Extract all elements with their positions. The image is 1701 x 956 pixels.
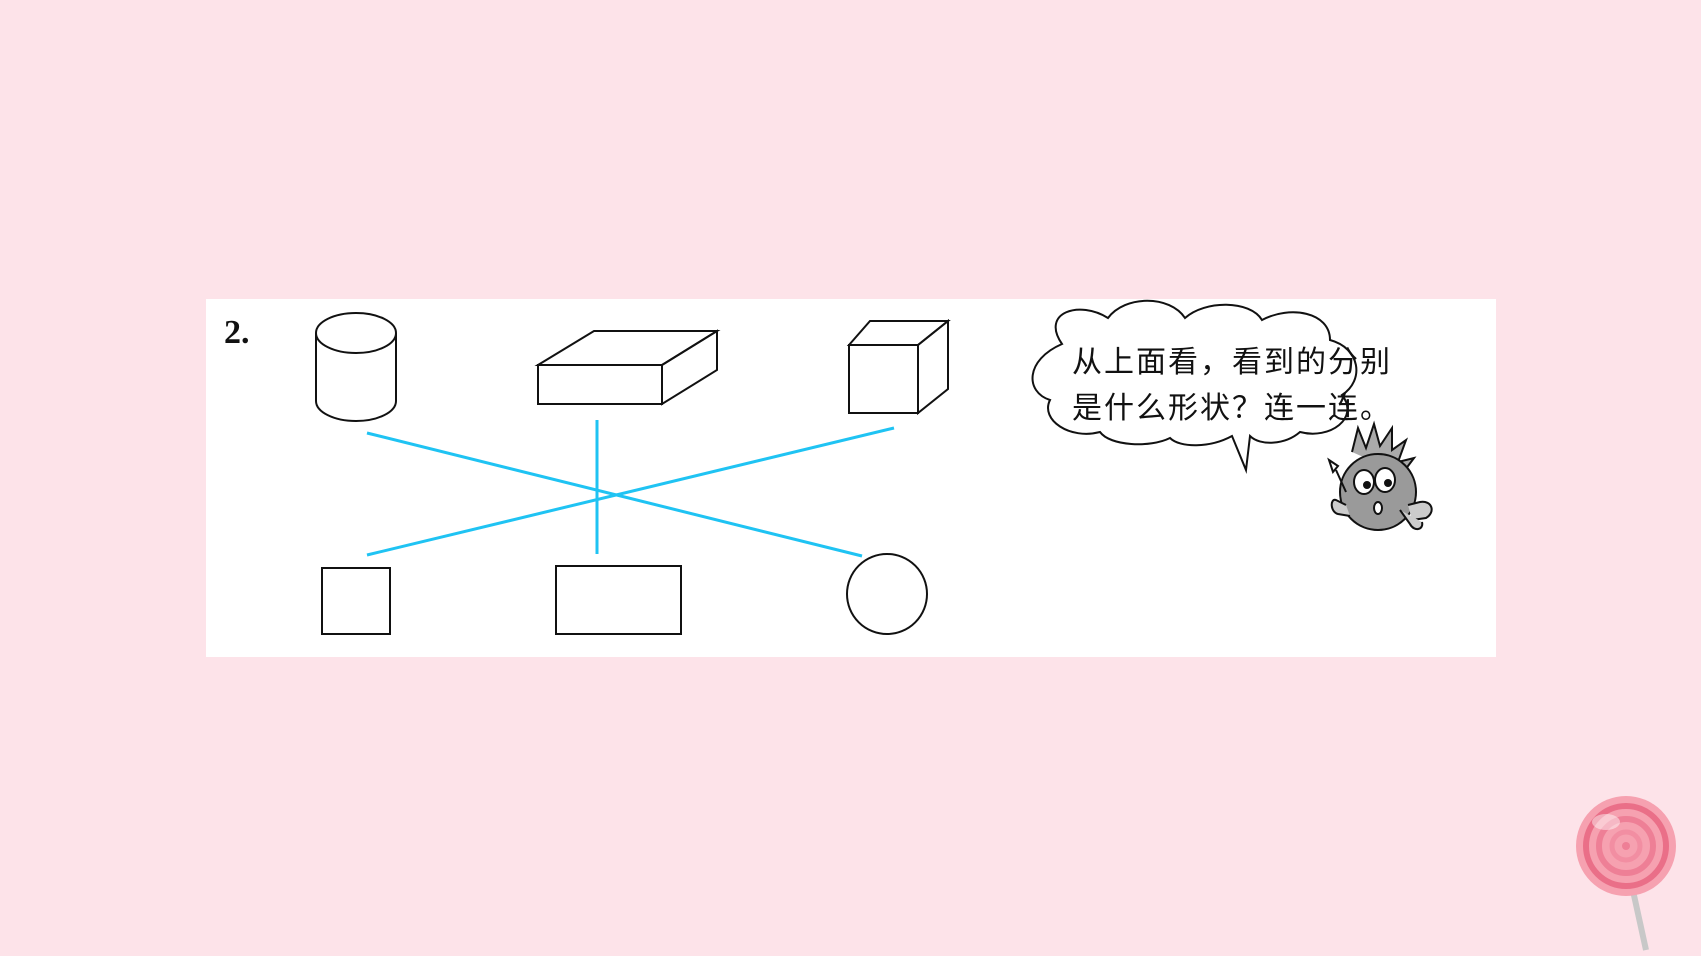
prompt-line-1: 从上面看，看到的分别 [1072,345,1392,380]
mascot-hair [1351,420,1417,475]
cartoon-mascot [1327,420,1433,531]
cube-solid[interactable] [846,318,951,416]
circle-view[interactable] [846,553,928,635]
rectangle-view[interactable] [555,565,682,635]
mascot-leg-right [1399,509,1424,530]
mascot-arm-left [1335,469,1347,493]
prompt-line-2: 是什么形状？连一连。 [1072,391,1392,426]
mascot-eye-left [1353,469,1375,495]
lollipop-icon [1576,796,1676,951]
pencil-icon [1327,457,1340,475]
mascot-foot-left [1330,498,1351,517]
mascot-eye-right [1374,467,1396,493]
mascot-head [1339,453,1417,531]
speech-bubble [1031,299,1358,474]
mascot-foot-right [1407,500,1433,521]
cylinder-solid[interactable] [315,312,397,422]
square-view[interactable] [321,567,391,635]
speech-bubble-text: 从上面看，看到的分别 是什么形状？连一连。 [1072,340,1412,432]
answer-line-cube-square [366,426,895,557]
answer-lines [366,420,895,558]
cuboid-solid[interactable] [534,329,721,406]
mascot-mouth [1373,501,1383,515]
question-number: 2. [224,314,250,351]
